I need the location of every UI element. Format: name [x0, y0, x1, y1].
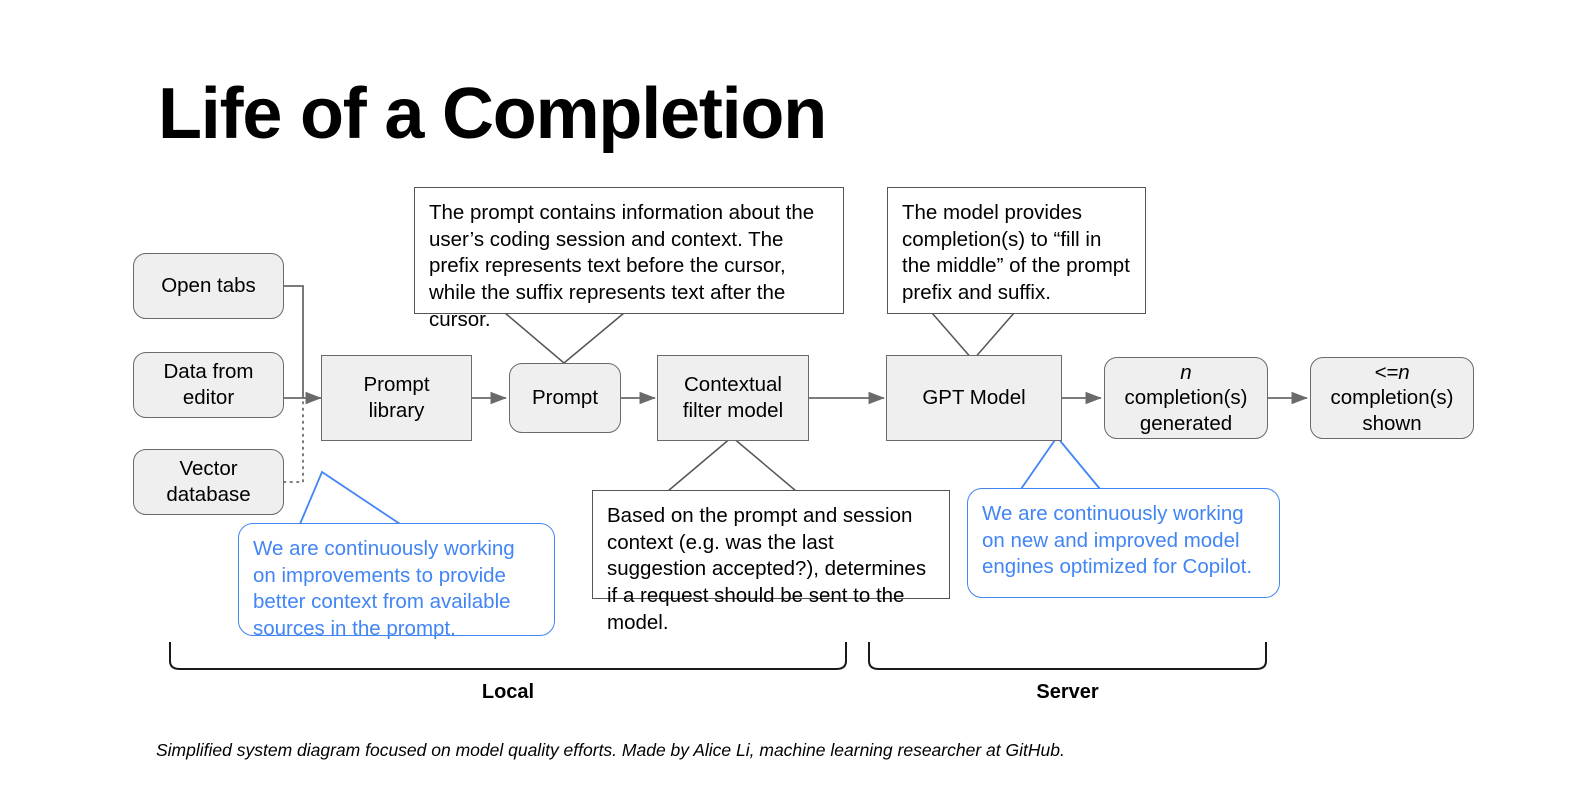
node-prompt-library[interactable]: Prompt library — [321, 355, 472, 441]
node-completions-shown-line1: <=n — [1374, 360, 1410, 384]
callout-tail-context-improvements — [299, 470, 401, 525]
page-title: Life of a Completion — [158, 74, 827, 154]
callout-prompt-info-text: The prompt contains information about th… — [429, 201, 815, 331]
callout-prompt-info: The prompt contains information about th… — [414, 187, 844, 331]
node-vector-database[interactable]: Vector database — [133, 449, 284, 515]
callout-engine-improvements: We are continuously working on new and i… — [967, 488, 1280, 598]
node-contextual-filter-model-line2: filter model — [682, 399, 784, 422]
node-prompt[interactable]: Prompt — [509, 363, 621, 433]
node-completions-shown[interactable]: <=n completion(s) shown — [1310, 357, 1474, 439]
callout-context-improvements: We are continuously working on improveme… — [238, 523, 555, 640]
footer-note: Simplified system diagram focused on mod… — [156, 740, 1065, 760]
callout-filter-info: Based on the prompt and session context … — [592, 490, 950, 634]
node-data-from-editor-line2: editor — [182, 386, 235, 409]
callout-tail-prompt-info — [504, 312, 625, 364]
node-data-from-editor[interactable]: Data from editor — [133, 352, 284, 418]
callout-tail-engine-improvements — [1020, 435, 1101, 490]
node-gpt-model[interactable]: GPT Model — [886, 355, 1062, 441]
callout-context-improvements-text: We are continuously working on improveme… — [253, 537, 515, 640]
connector-open-tabs — [284, 285, 304, 398]
bracket-server — [868, 642, 1267, 670]
node-contextual-filter-model[interactable]: Contextual filter model — [657, 355, 809, 441]
node-prompt-label: Prompt — [531, 386, 599, 410]
node-vector-database-line1: Vector — [179, 457, 238, 481]
node-vector-database-line2: database — [166, 483, 251, 506]
node-completions-shown-line2: completion(s) — [1330, 386, 1454, 410]
node-completions-shown-line3: shown — [1362, 411, 1422, 435]
callout-filter-info-text: Based on the prompt and session context … — [607, 504, 927, 634]
callout-model-info: The model provides completion(s) to “fil… — [887, 187, 1146, 314]
node-completions-generated-line3: generated — [1139, 411, 1233, 435]
node-open-tabs[interactable]: Open tabs — [133, 253, 284, 319]
callout-model-info-text: The model provides completion(s) to “fil… — [902, 201, 1130, 304]
node-prompt-library-line1: Prompt — [363, 373, 430, 397]
bracket-label-server: Server — [1036, 681, 1099, 703]
bracket-label-local: Local — [481, 681, 535, 703]
node-completions-generated-line2: completion(s) — [1124, 386, 1248, 410]
node-prompt-library-line2: library — [368, 399, 425, 422]
callout-tail-model-info — [931, 312, 1015, 362]
callout-tail-filter-info — [667, 436, 797, 492]
node-completions-generated-line1: n — [1180, 360, 1192, 384]
bracket-local — [169, 642, 847, 670]
node-data-from-editor-line1: Data from — [163, 360, 254, 384]
node-contextual-filter-model-line1: Contextual — [683, 373, 782, 397]
node-completions-generated[interactable]: n completion(s) generated — [1104, 357, 1268, 439]
node-gpt-model-label: GPT Model — [922, 386, 1026, 410]
callout-engine-improvements-text: We are continuously working on new and i… — [982, 502, 1253, 579]
connector-vector-database-dotted — [283, 399, 304, 483]
node-open-tabs-label: Open tabs — [161, 274, 256, 298]
